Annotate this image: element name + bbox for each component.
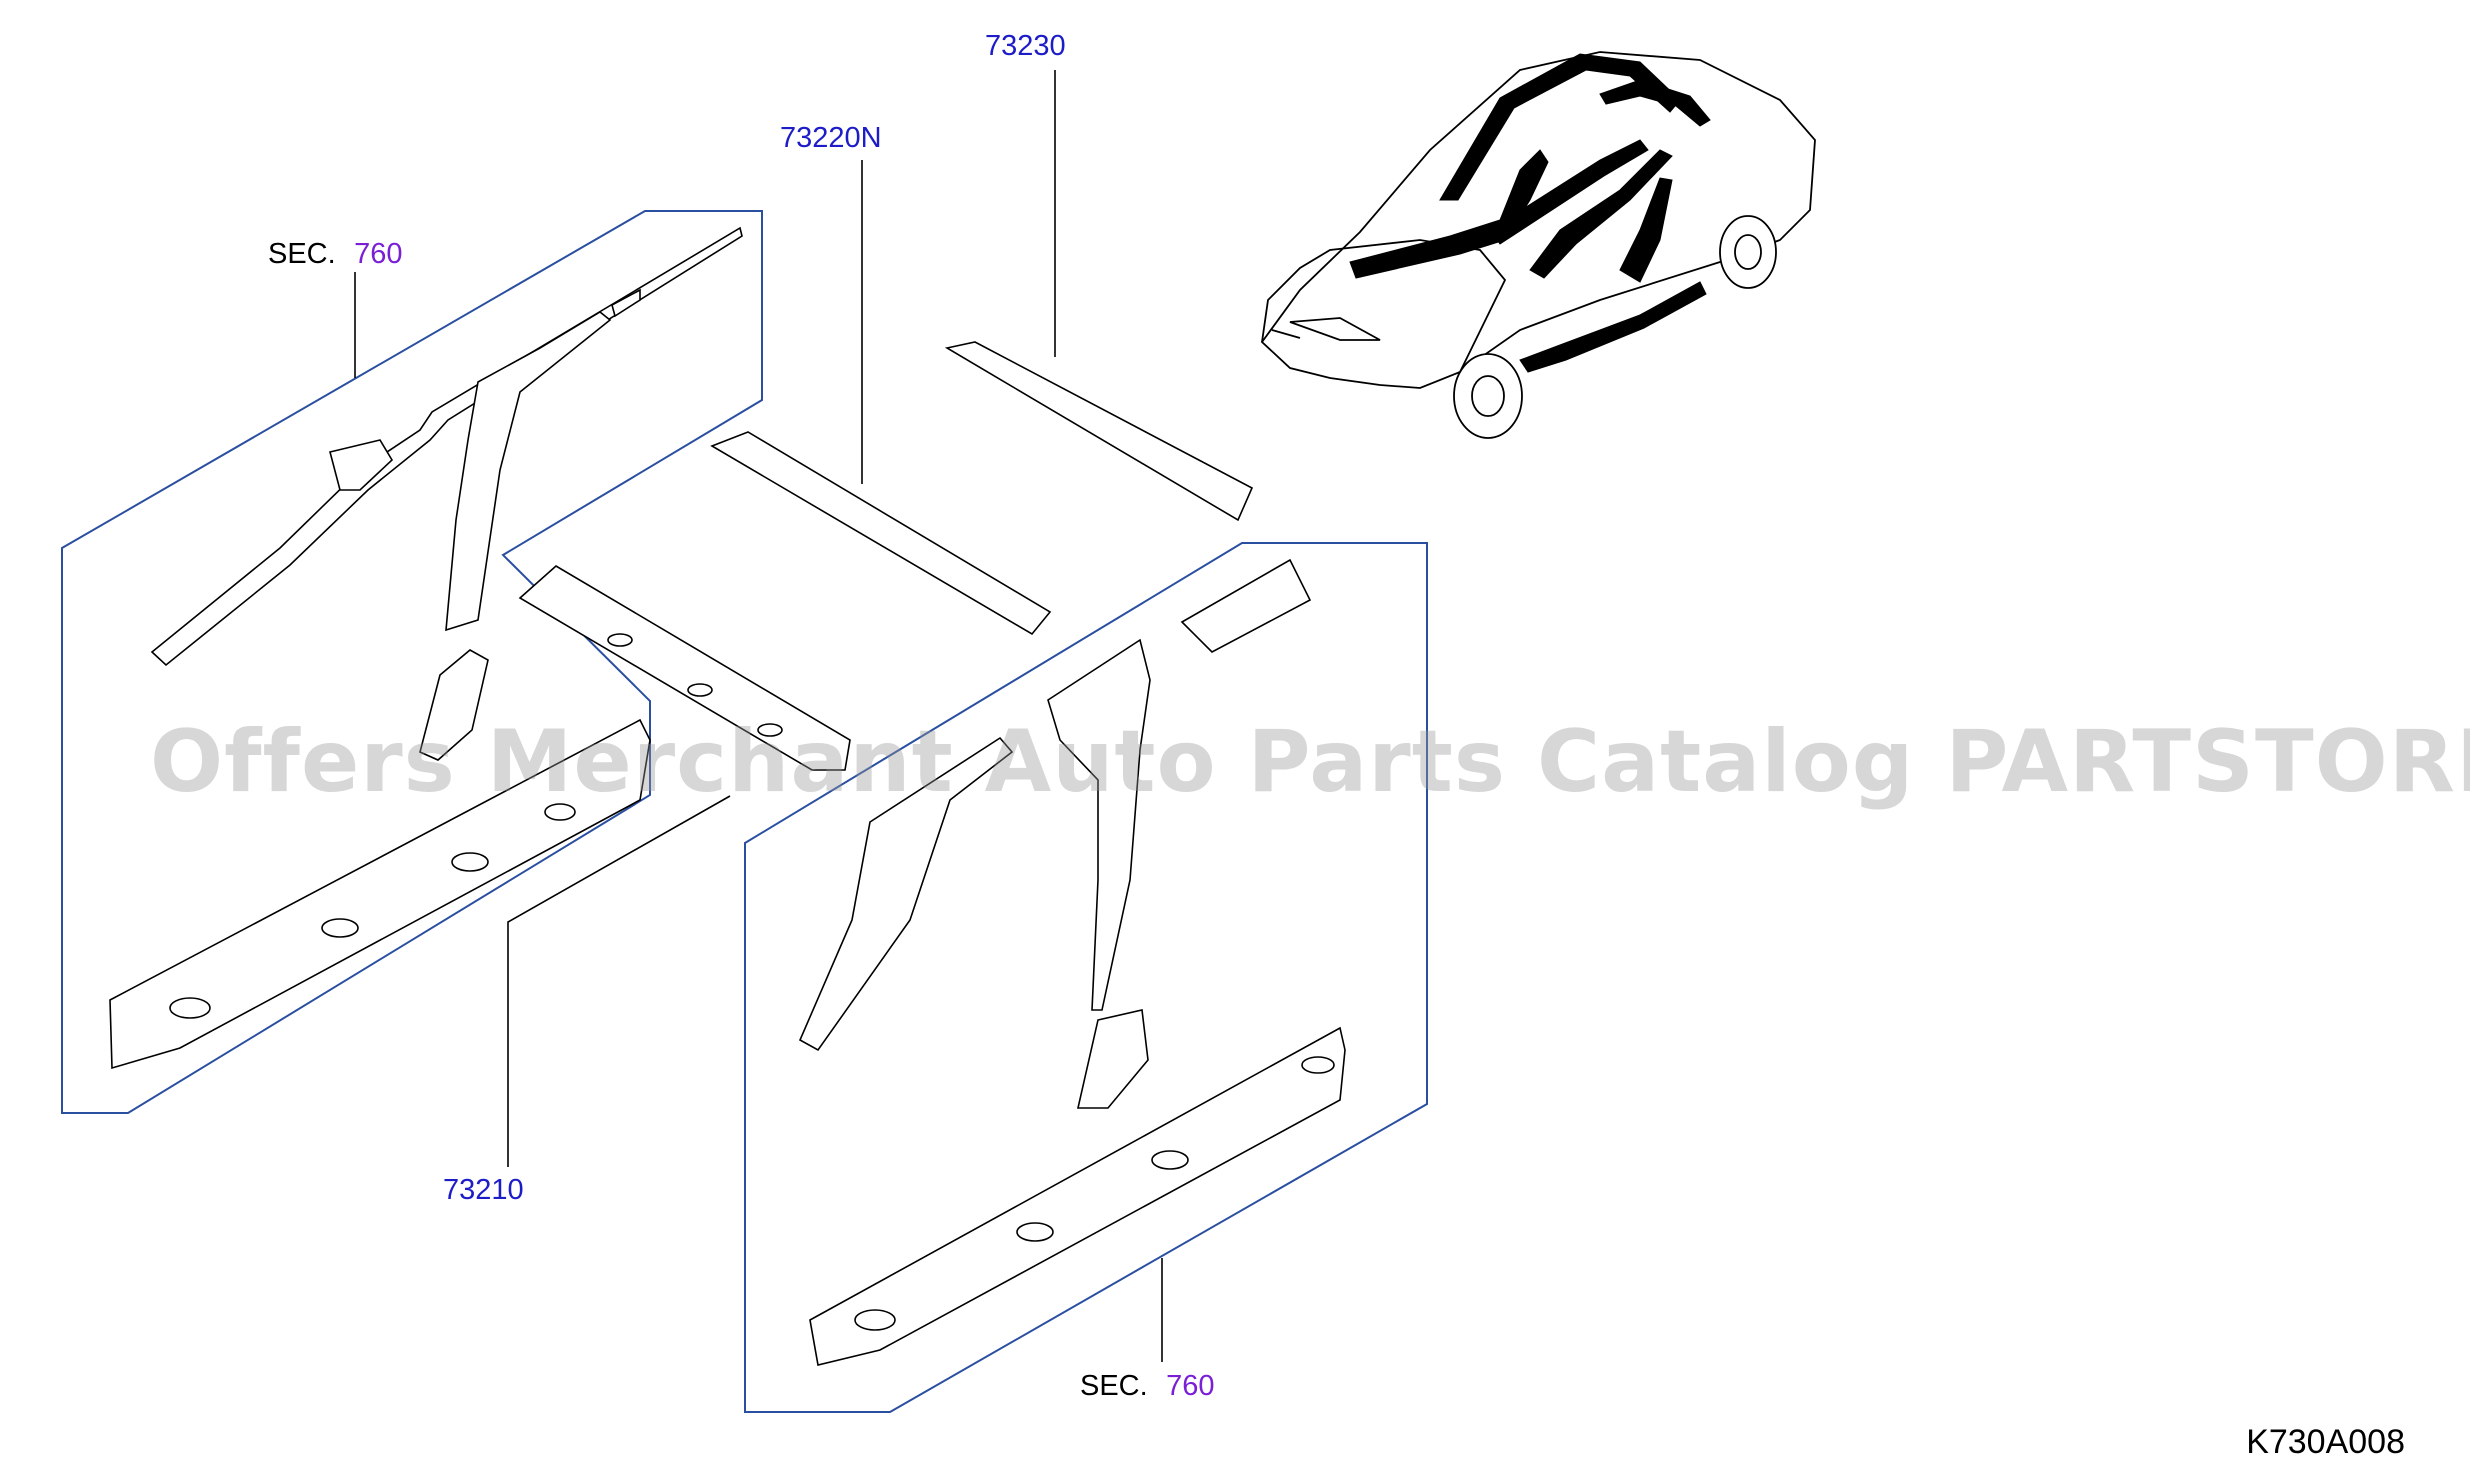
front-roof-bow-part bbox=[518, 565, 851, 771]
left-a-pillar-part bbox=[419, 311, 612, 761]
sec-prefix-left: SEC. bbox=[268, 238, 336, 270]
right-rear-panel-part bbox=[1180, 558, 1312, 653]
car-illustration bbox=[1260, 51, 1816, 439]
sec-prefix-right: SEC. bbox=[1080, 1370, 1148, 1402]
part-number-73210[interactable]: 73210 bbox=[443, 1174, 524, 1206]
sec-number-left[interactable]: 760 bbox=[354, 238, 403, 270]
part-number-73220n[interactable]: 73220N bbox=[780, 122, 882, 154]
section-ref-right[interactable]: SEC. 760 bbox=[1080, 1372, 1215, 1401]
car-body-frame-highlight bbox=[1349, 53, 1711, 373]
right-b-pillar-part bbox=[1047, 638, 1151, 1109]
right-group-outline bbox=[744, 542, 1428, 1413]
part-number-73230[interactable]: 73230 bbox=[985, 30, 1066, 62]
leader-73210 bbox=[507, 795, 731, 1167]
section-ref-left[interactable]: SEC. 760 bbox=[268, 240, 403, 269]
roof-bow-73230-part bbox=[944, 341, 1254, 522]
right-sill-part bbox=[809, 1026, 1346, 1366]
left-sill-part bbox=[109, 718, 651, 1070]
roof-bow-73220n-part bbox=[710, 431, 1052, 636]
left-roof-side-rail-part bbox=[150, 226, 743, 667]
front-wheel bbox=[1453, 353, 1523, 439]
diagram-code: K730A008 bbox=[2246, 1423, 2405, 1461]
right-a-pillar-part bbox=[798, 736, 1014, 1052]
rear-wheel bbox=[1719, 215, 1777, 289]
watermark-text: Offers Merchant Auto Parts Catalog PARTS… bbox=[150, 712, 2470, 812]
sec-number-right[interactable]: 760 bbox=[1166, 1370, 1215, 1402]
